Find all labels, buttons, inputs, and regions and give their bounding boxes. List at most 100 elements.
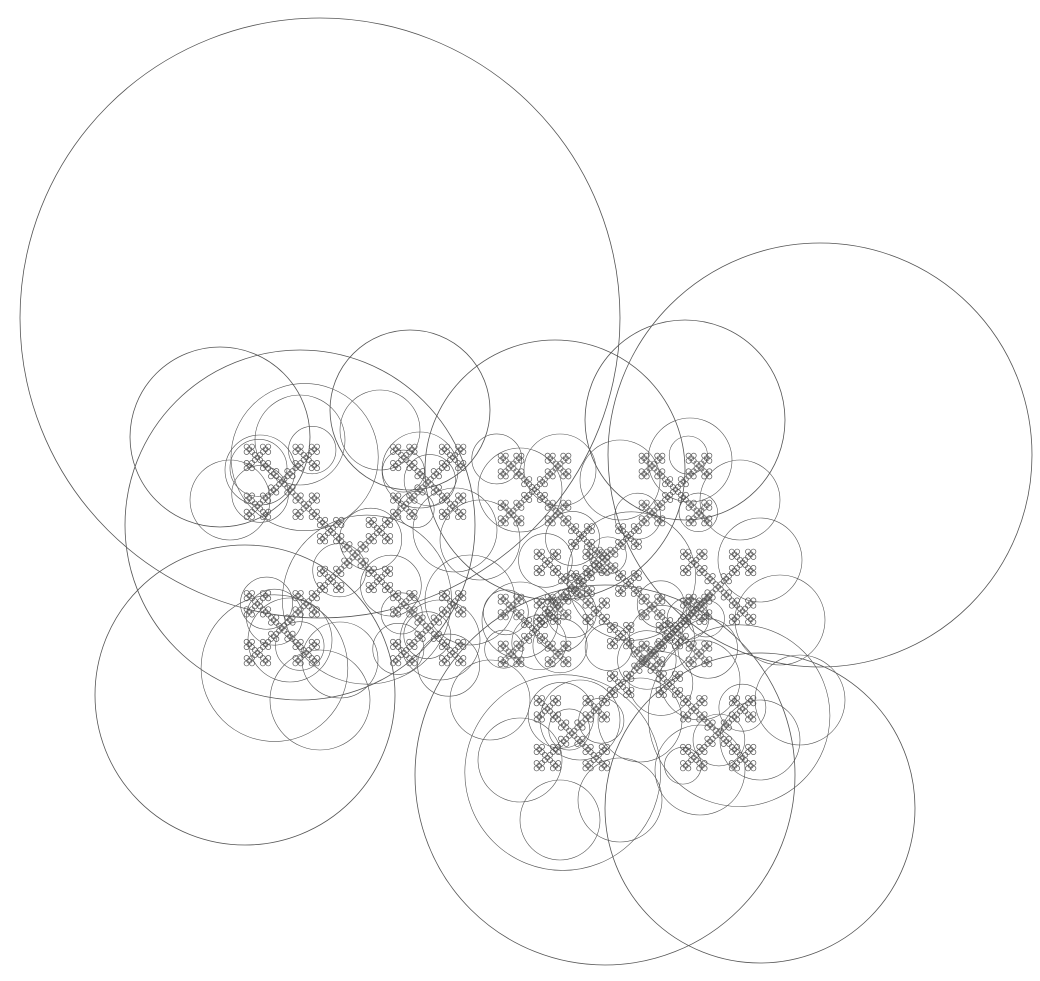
fractal-circle xyxy=(612,643,619,650)
fractal-circle xyxy=(243,508,250,515)
fractal-circle xyxy=(284,473,291,480)
fractal-circle xyxy=(300,603,307,610)
fractal-circle xyxy=(745,619,751,625)
fractal-circle xyxy=(333,522,339,529)
fractal-circle xyxy=(273,619,280,626)
fractal-circle xyxy=(623,621,629,628)
fractal-circle xyxy=(330,573,337,580)
halo-circle xyxy=(403,454,456,507)
fractal-circle xyxy=(677,686,684,693)
fractal-circle xyxy=(444,459,451,466)
fractal-circle xyxy=(750,700,757,707)
fractal-circle xyxy=(701,520,708,527)
fractal-circle xyxy=(373,573,380,580)
fractal-circle xyxy=(533,711,540,718)
fractal-circle xyxy=(243,449,250,455)
fractal-circle xyxy=(734,554,741,560)
fractal-circle xyxy=(552,567,559,574)
fractal-circle xyxy=(696,760,703,766)
fractal-circle xyxy=(341,562,348,569)
fractal-circle xyxy=(704,735,711,742)
fractal-circle xyxy=(634,649,640,655)
fractal-circle xyxy=(295,609,301,615)
fractal-circle xyxy=(680,564,686,571)
fractal-circle xyxy=(549,554,556,560)
fractal-circle xyxy=(590,752,597,758)
fractal-circle xyxy=(604,602,610,609)
fractal-circle xyxy=(680,554,686,560)
fractal-circle xyxy=(428,476,434,482)
fractal-circle xyxy=(750,548,757,555)
fractal-circle xyxy=(587,695,594,701)
halo-circle xyxy=(692,713,746,767)
fractal-circle xyxy=(243,611,250,618)
fractal-circle xyxy=(565,468,572,475)
fractal-circle xyxy=(390,638,396,645)
fractal-circle xyxy=(306,603,312,610)
fractal-circle xyxy=(731,746,738,753)
fractal-circle xyxy=(259,465,266,472)
fractal-circle xyxy=(636,662,643,669)
fractal-circle xyxy=(549,695,556,701)
fractal-circle xyxy=(701,760,708,766)
fractal-circle xyxy=(547,752,553,758)
fractal-circle xyxy=(411,611,418,618)
fractal-circle xyxy=(598,554,605,560)
halo-circle xyxy=(754,654,846,746)
fractal-circle xyxy=(249,606,255,613)
fractal-circle xyxy=(644,659,651,666)
fractal-circle xyxy=(731,714,738,720)
fractal-circle xyxy=(563,735,570,742)
fractal-circle xyxy=(368,584,375,591)
fractal-circle xyxy=(390,443,396,450)
fractal-circle xyxy=(430,468,437,474)
fractal-circle xyxy=(696,749,703,756)
fractal-circle xyxy=(715,583,722,590)
fractal-circle xyxy=(444,660,451,667)
fractal-circle xyxy=(699,762,705,769)
fractal-circle xyxy=(457,609,464,615)
fractal-circle xyxy=(699,714,705,720)
fractal-circle xyxy=(395,611,402,618)
fractal-circle xyxy=(311,592,318,599)
fractal-circle xyxy=(365,571,372,577)
fractal-circle xyxy=(251,457,258,463)
fractal-circle xyxy=(750,711,757,718)
fractal-circle xyxy=(688,757,694,764)
fractal-circle xyxy=(308,590,315,596)
fractal-circle xyxy=(243,655,250,661)
fractal-circle xyxy=(308,492,315,499)
fractal-circle xyxy=(571,581,578,587)
fractal-circle xyxy=(677,627,684,634)
fractal-circle xyxy=(518,593,525,600)
fractal-circle xyxy=(704,578,711,585)
fractal-circle xyxy=(701,695,708,701)
fractal-circle xyxy=(502,656,509,663)
fractal-circle xyxy=(414,630,421,637)
fractal-circle xyxy=(243,443,250,450)
fractal-circle xyxy=(728,570,735,577)
fractal-circle xyxy=(706,515,713,522)
fractal-circle xyxy=(262,657,269,664)
fractal-circle xyxy=(460,644,467,651)
fractal-circle xyxy=(300,457,307,463)
fractal-circle xyxy=(395,492,402,499)
fractal-circle xyxy=(690,593,697,600)
fractal-circle xyxy=(411,660,418,667)
fractal-circle xyxy=(265,595,272,602)
fractal-circle xyxy=(403,652,410,659)
fractal-circle xyxy=(620,684,627,690)
fractal-circle xyxy=(747,746,754,753)
fractal-circle xyxy=(387,581,394,588)
fractal-circle xyxy=(750,564,757,571)
fractal-circle xyxy=(444,443,451,450)
fractal-circle xyxy=(685,645,692,652)
fractal-circle xyxy=(533,765,540,772)
fractal-circle xyxy=(300,506,307,512)
fractal-circle xyxy=(406,655,413,661)
fractal-circle xyxy=(745,570,751,577)
fractal-circle xyxy=(558,573,564,579)
fractal-circle xyxy=(587,711,594,718)
fractal-circle xyxy=(297,655,304,661)
fractal-circle xyxy=(544,504,551,511)
